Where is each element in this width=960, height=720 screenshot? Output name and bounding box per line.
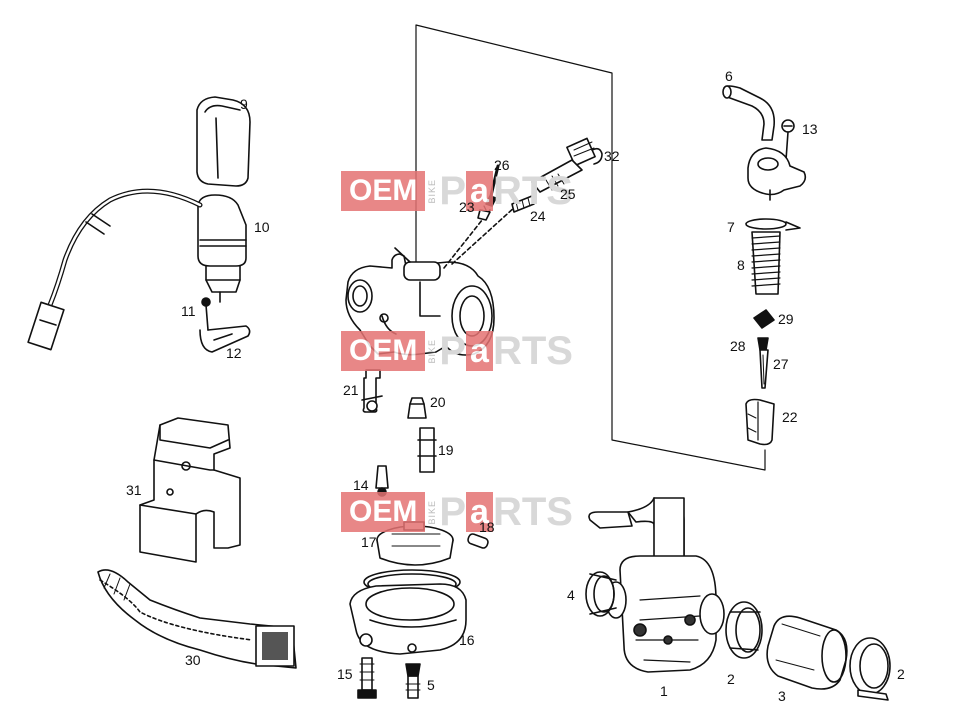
callout-19: 19	[438, 442, 454, 458]
callout-28: 28	[730, 338, 746, 354]
part-2-clamp-right	[849, 637, 891, 701]
watermark-oem: OEM	[341, 492, 426, 532]
callout-10: 10	[254, 219, 270, 235]
callout-14: 14	[353, 477, 369, 493]
part-8-spring	[751, 231, 781, 295]
callout-30: 30	[185, 652, 201, 668]
part-11-12-screw-clip	[199, 297, 251, 353]
watermark-bike: BIKE	[427, 499, 438, 525]
callout-5: 5	[427, 677, 435, 693]
callout-7: 7	[727, 219, 735, 235]
part-9-plug-cap	[196, 96, 251, 187]
callout-26: 26	[494, 157, 510, 173]
callout-1: 1	[660, 683, 668, 699]
part-6-tube	[722, 85, 776, 141]
part-27-28-needle	[757, 337, 769, 389]
choke-lever	[747, 147, 807, 201]
part-2-clamp-left	[725, 601, 763, 659]
part-22-slide	[745, 398, 775, 446]
watermark-bike: BIKE	[427, 338, 438, 364]
callout-29: 29	[778, 311, 794, 327]
callout-13: 13	[802, 121, 818, 137]
part-3-sleeve	[766, 615, 848, 690]
watermark-rts: RTS	[492, 328, 573, 373]
watermark-oem: OEM	[341, 331, 426, 371]
callout-8: 8	[737, 257, 745, 273]
part-16-bowl	[349, 569, 467, 655]
callout-6: 6	[725, 68, 733, 84]
part-25-24-32-adjuster	[511, 137, 603, 213]
part-10-ignition-coil	[27, 188, 247, 351]
callout-27: 27	[773, 356, 789, 372]
watermark: OEM BIKE P a RTS	[341, 168, 573, 213]
callout-3: 3	[778, 688, 786, 704]
callout-21: 21	[343, 382, 359, 398]
callout-24: 24	[530, 208, 546, 224]
part-18-pin	[467, 533, 489, 549]
part-29-clip	[753, 309, 775, 329]
frame-lines	[415, 24, 766, 471]
part-31-block	[139, 417, 241, 563]
part-15-5-screws	[357, 657, 421, 699]
callout-12: 12	[226, 345, 242, 361]
callout-2: 2	[727, 671, 735, 687]
callout-25: 25	[560, 186, 576, 202]
watermark-a: a	[466, 331, 493, 371]
part-19-jet	[417, 427, 437, 473]
callout-15: 15	[337, 666, 353, 682]
callout-31: 31	[126, 482, 142, 498]
watermark-a: a	[466, 492, 493, 532]
watermark: OEM BIKE P a RTS	[341, 328, 573, 373]
watermark-p: P	[439, 168, 467, 213]
callout-2: 2	[897, 666, 905, 682]
callout-32: 32	[604, 148, 620, 164]
part-21-jet	[361, 369, 383, 413]
callout-22: 22	[782, 409, 798, 425]
part-7-washer	[745, 218, 801, 231]
callout-9: 9	[240, 96, 248, 112]
callout-17: 17	[361, 534, 377, 550]
watermark-rts: RTS	[492, 168, 573, 213]
callout-20: 20	[430, 394, 446, 410]
watermark-a: a	[466, 171, 493, 211]
watermark-p: P	[439, 489, 467, 534]
part-4-clamp	[585, 571, 617, 617]
part-13-screw	[781, 119, 795, 161]
part-20-jet	[407, 397, 427, 419]
watermark-p: P	[439, 328, 467, 373]
part-30-intake-pipe	[97, 569, 297, 669]
part-1-carb-assembled	[588, 497, 725, 673]
watermark-rts: RTS	[492, 489, 573, 534]
watermark: OEM BIKE P a RTS	[341, 489, 573, 534]
watermark-oem: OEM	[341, 171, 426, 211]
callout-16: 16	[459, 632, 475, 648]
callout-18: 18	[479, 519, 495, 535]
callout-4: 4	[567, 587, 575, 603]
watermark-bike: BIKE	[427, 178, 438, 204]
callout-23: 23	[459, 199, 475, 215]
callout-11: 11	[181, 303, 196, 319]
